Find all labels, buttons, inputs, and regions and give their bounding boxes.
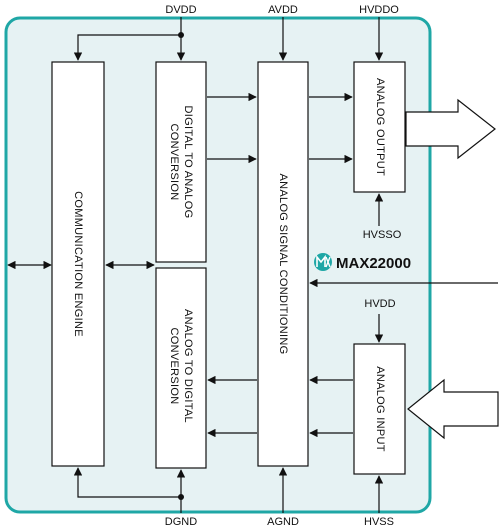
- pin-hvddo: HVDDO: [359, 4, 399, 16]
- pin-hvdd: HVDD: [364, 298, 395, 310]
- pin-dvdd: DVDD: [165, 4, 196, 16]
- analog-input-block: [353, 343, 406, 475]
- pin-agnd: AGND: [267, 516, 299, 528]
- signal-conditioning-label: ANALOG SIGNAL CONDITIONING: [277, 174, 289, 355]
- pin-hvsso: HVSSO: [363, 229, 402, 241]
- part-number: MAX22000: [336, 255, 411, 272]
- analog-output-label: ANALOG OUTPUT: [374, 78, 386, 176]
- pin-avdd: AVDD: [268, 4, 298, 16]
- adc-block: [155, 267, 207, 469]
- dac-label-line2: CONVERSION: [168, 124, 180, 201]
- signal-conditioning-block: [257, 61, 309, 467]
- adc-label-line2: CONVERSION: [168, 328, 180, 405]
- wire-dvdd-to-comm: [73, 34, 181, 61]
- maxim-logo-icon: [314, 253, 332, 271]
- adc-label-line1: ANALOG TO DIGITAL: [182, 309, 194, 423]
- analog-output-block: [353, 61, 406, 193]
- analog-input-label: ANALOG INPUT: [374, 366, 386, 452]
- pin-hvss: HVSS: [364, 516, 394, 528]
- chip-boundary: [4, 16, 432, 514]
- dac-block: [155, 61, 207, 263]
- communication-engine-label: COMMUNICATION ENGINE: [72, 191, 84, 337]
- analog-output-big-arrow: [405, 98, 496, 160]
- wire-dgnd-to-comm: [73, 467, 181, 498]
- analog-input-big-arrow: [407, 378, 499, 440]
- pin-dgnd: DGND: [165, 516, 197, 528]
- dac-label-line1: DIGITAL TO ANALOG: [182, 106, 194, 219]
- communication-engine-block: [51, 61, 105, 467]
